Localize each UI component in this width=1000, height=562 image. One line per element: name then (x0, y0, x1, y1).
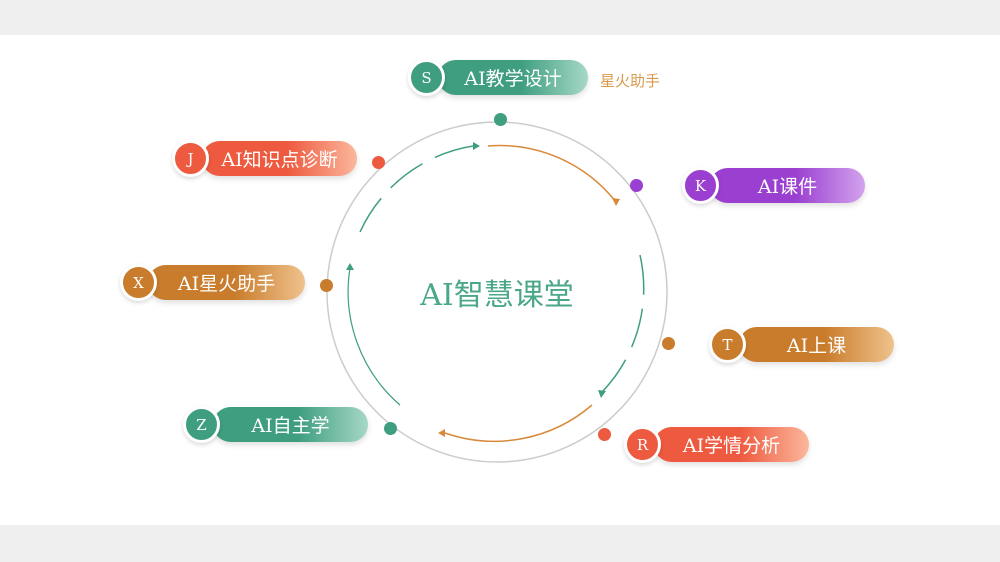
arrow-arc (601, 254, 645, 393)
node-label: AI学情分析 (654, 427, 809, 462)
center-title: AI智慧课堂 (420, 278, 574, 313)
extra-label: 星火助手 (600, 72, 661, 90)
node-badge: S (408, 59, 445, 96)
ring-dot-r (598, 428, 611, 441)
arrowhead-icon (346, 263, 354, 270)
ring-dot-s (494, 113, 507, 126)
ring-dot-k (630, 179, 643, 192)
arrow-arc (359, 145, 474, 233)
ring-dot-x (320, 279, 333, 292)
arrow-arc (347, 267, 401, 406)
node-badge: K (682, 167, 719, 204)
arrow-arc (487, 144, 617, 203)
node-label: AI上课 (739, 327, 894, 362)
node-label: AI星火助手 (148, 265, 305, 300)
node-label: AI知识点诊断 (202, 141, 357, 176)
node-badge: R (624, 426, 661, 463)
arrowhead-icon (598, 390, 606, 398)
ring-dot-t (662, 337, 675, 350)
node-badge: T (709, 326, 746, 363)
arrowhead-icon (612, 198, 620, 206)
node-badge: Z (183, 406, 220, 443)
node-label: AI课件 (710, 168, 865, 203)
arrowhead-icon (473, 142, 480, 150)
ring-dot-j (372, 156, 385, 169)
node-label: AI自主学 (213, 407, 368, 442)
ring-dot-z (384, 422, 397, 435)
node-badge: J (172, 140, 209, 177)
node-label: AI教学设计 (438, 60, 588, 95)
arrow-arc (444, 404, 593, 443)
node-badge: X (120, 264, 157, 301)
arrowhead-icon (438, 429, 445, 437)
